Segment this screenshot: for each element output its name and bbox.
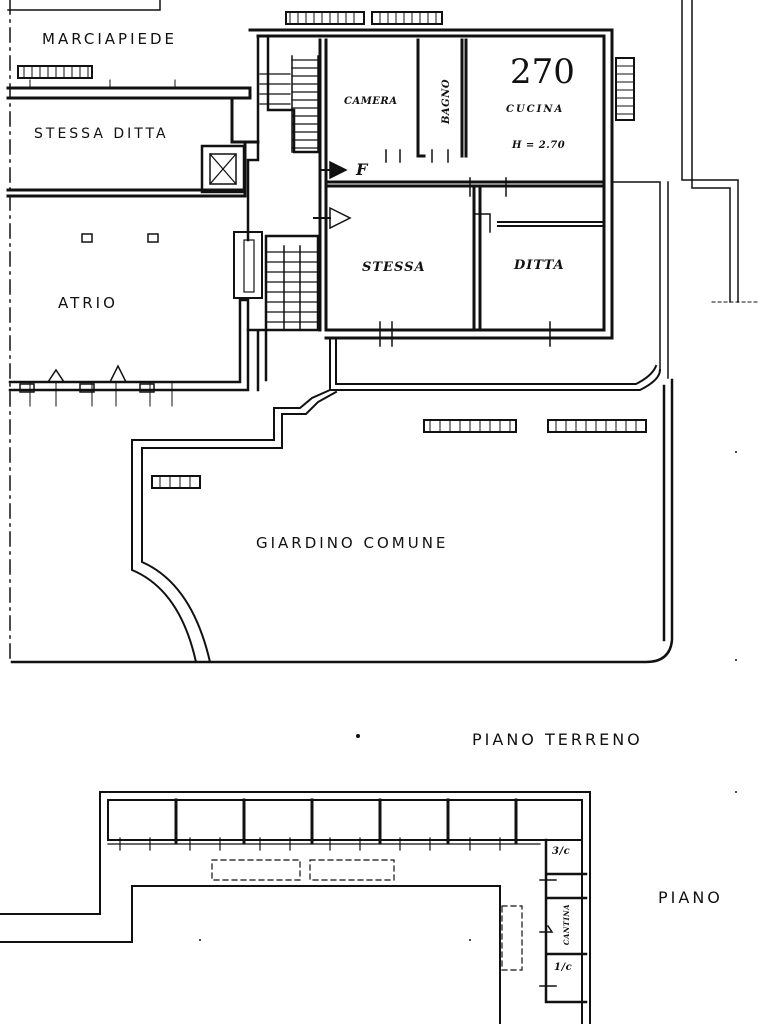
label-camera: CAMERA [344,96,398,107]
label-piano-terreno: PIANO TERRENO [472,730,643,749]
upper-stairs [259,55,319,153]
label-ditta: DITTA [514,258,565,273]
label-bagno: BAGNO [441,78,453,125]
label-piano-upper: PIANO [658,888,723,907]
label-height-note: H = 2.70 [512,140,566,151]
top-left-boundary [7,0,161,11]
label-marciapiede: MARCIAPIEDE [42,30,178,48]
f-arrow [329,160,348,180]
stair-shaft [246,34,322,242]
label-atrio: ATRIO [58,294,118,312]
label-cellar-3c: 3/c [552,846,571,857]
partition-stessa-ditta [472,184,482,332]
label-cellar-1c: 1/c [554,962,573,973]
atrio-fixture [233,231,263,299]
label-cellar-cantina: CANTINA [562,903,572,946]
garden-boundary [329,337,662,391]
partition-camera-bagno [416,38,468,158]
upper-floor-outline [0,791,591,1024]
sheet-number: 270 [510,52,575,92]
apartment-outer-wall [248,28,614,340]
label-stessa-ditta: STESSA DITTA [34,126,169,142]
entry-arrow [329,206,352,230]
label-f-marker: F [356,160,369,179]
lift [200,144,246,194]
label-giardino-comune: GIARDINO COMUNE [256,534,449,552]
stessa-ditta-block [6,86,260,198]
right-boundary [681,0,739,303]
label-stessa: STESSA [362,260,426,275]
atrio-wall [8,298,250,392]
window-hatches [17,11,647,489]
label-cucina: CUCINA [506,104,565,115]
cellar-block [544,838,588,1004]
lower-stairs [264,234,320,332]
right-boundary-lower [611,181,669,379]
